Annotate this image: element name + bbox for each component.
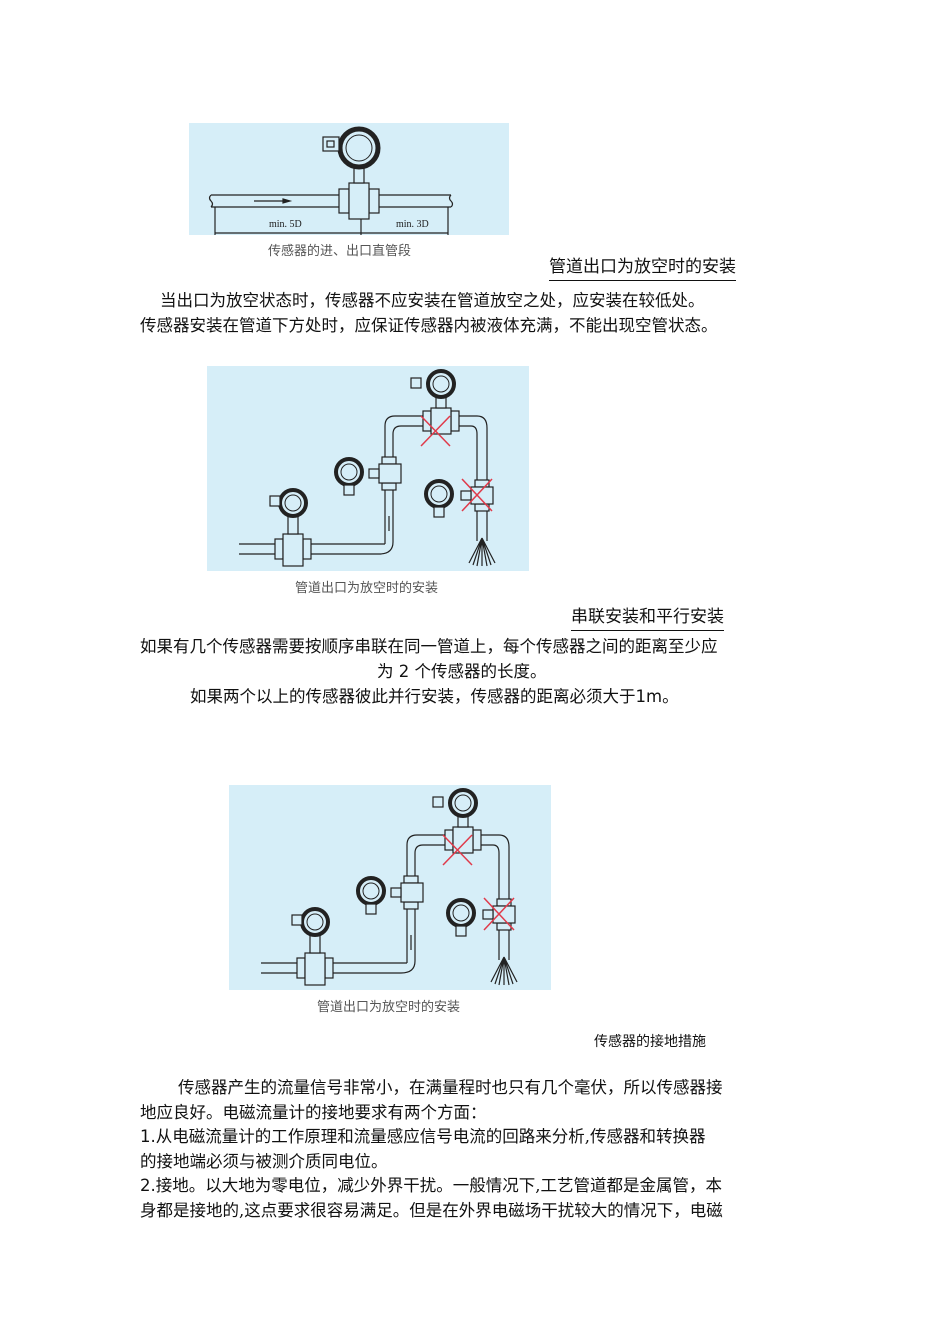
text-fragment: 个传感器的长度。 <box>409 662 547 681</box>
vent-installation-illustration <box>239 369 496 567</box>
list-number: 1. <box>140 1127 156 1146</box>
section-heading-grounding: 传感器的接地措施 <box>594 1034 706 1050</box>
text-fragment: 从电磁流量计的工作原理和流量感应信号电流的回路来分析,传感器和转换器 <box>155 1127 706 1146</box>
inlet-length-label: min. 5D <box>269 219 302 230</box>
list-number: 2. <box>140 1176 156 1195</box>
vent-installation-illustration <box>261 788 518 986</box>
paragraph-line: 传感器产生的流量信号非常小，在满量程时也只有几个毫伏，所以传感器接 <box>178 1078 723 1097</box>
outlet-length-label: min. 3D <box>396 219 429 230</box>
section-heading-series-parallel: 串联安装和平行安装 <box>571 606 724 631</box>
list-item-1: 1.从电磁流量计的工作原理和流量感应信号电流的回路来分析,传感器和转换器 <box>140 1124 706 1149</box>
text-fragment: 。 <box>662 687 679 706</box>
figure1-caption: 传感器的进、出口直管段 <box>268 244 412 259</box>
paragraph-line: 地应良好。电磁流量计的接地要求有两个方面： <box>140 1103 487 1122</box>
figure2-caption: 管道出口为放空时的安装 <box>295 581 439 596</box>
prohibited-cross-icon <box>420 415 493 512</box>
list-item-2: 2.接地。以大地为零电位，减少外界干扰。一般情况下,工艺管道都是金属管，本 <box>140 1173 722 1198</box>
figure3-caption: 管道出口为放空时的安装 <box>317 1000 461 1015</box>
straight-pipe-illustration: min. 5D min. 3D <box>208 126 454 235</box>
paragraph-line: 如果两个以上的传感器彼此并行安装，传感器的距离必须大于1m。 <box>190 684 679 709</box>
number-value: 2 <box>398 662 410 681</box>
paragraph-line: 为 2 个传感器的长度。 <box>377 659 547 684</box>
text-fragment: 接地。以大地为零电位，减少外界干扰。一般情况下,工艺管道都是金属管，本 <box>155 1176 722 1195</box>
figure-vent-installation-diagram-2 <box>229 785 551 990</box>
text-fragment: 为 <box>377 662 399 681</box>
section-heading-outlet-vent: 管道出口为放空时的安装 <box>549 256 736 281</box>
paragraph-line: 如果有几个传感器需要按顺序串联在同一管道上，每个传感器之间的距离至少应 <box>140 637 718 656</box>
paragraph-line: 身都是接地的,这点要求很容易满足。但是在外界电磁场干扰较大的情况下，电磁 <box>140 1201 723 1220</box>
paragraph-line: 当出口为放空状态时，传感器不应安装在管道放空之处，应安装在较低处。 <box>160 291 705 310</box>
figure-straight-pipe-diagram: min. 5D min. 3D <box>189 123 509 235</box>
prohibited-cross-icon <box>442 834 515 931</box>
paragraph-line: 传感器安装在管道下方处时，应保证传感器内被液体充满，不能出现空管状态。 <box>140 316 718 335</box>
figure-vent-installation-diagram-1 <box>207 366 529 571</box>
number-value: 1m <box>635 687 663 706</box>
text-fragment: 如果两个以上的传感器彼此并行安装，传感器的距离必须大于 <box>190 687 636 706</box>
paragraph-line: 的接地端必须与被测介质同电位。 <box>140 1152 388 1171</box>
